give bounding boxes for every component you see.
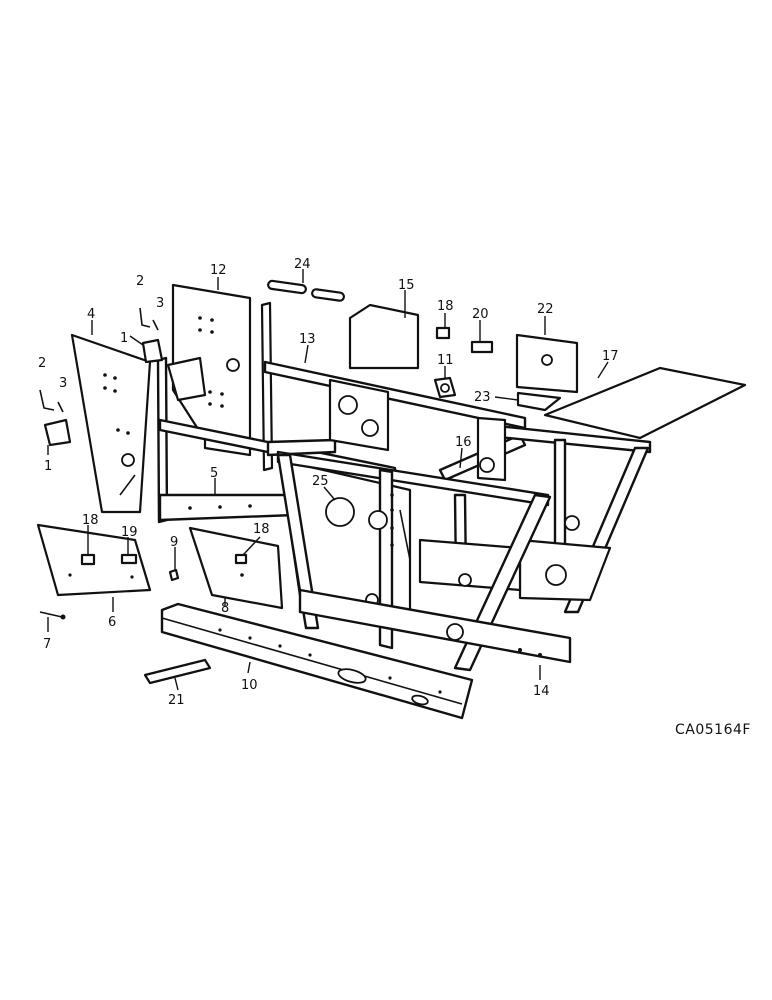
- panel-8: [188, 526, 284, 610]
- callout-21: 21: [168, 693, 185, 708]
- callout-10: 10: [241, 678, 258, 693]
- callout-2-lower: 2: [38, 356, 46, 371]
- diagram-reference-code: CA05164F: [675, 722, 751, 738]
- bolt-3-lower: [57, 401, 64, 413]
- callout-20: 20: [472, 307, 489, 322]
- callout-1-upper: 1: [120, 331, 128, 346]
- callout-1-lower: 1: [44, 459, 52, 474]
- callout-24: 24: [294, 257, 311, 272]
- callout-15: 15: [398, 278, 415, 293]
- callout-7: 7: [43, 637, 51, 652]
- callout-25: 25: [312, 474, 329, 489]
- callout-23: 23: [474, 390, 491, 405]
- rod-2-lower: [39, 389, 55, 411]
- beam-14: [298, 588, 572, 664]
- small-block-20: [470, 340, 494, 354]
- callout-14: 14: [533, 684, 550, 699]
- callout-11: 11: [437, 353, 454, 368]
- callout-5: 5: [210, 466, 218, 481]
- panel-6: [36, 523, 152, 597]
- callouts: 2 3 1 12 24 15 18 20 22 13 11 17 23 4 2 …: [38, 257, 619, 708]
- callout-16: 16: [455, 435, 472, 450]
- callout-3-upper: 3: [156, 296, 164, 311]
- bolt-3-upper: [152, 319, 159, 331]
- callout-2-upper: 2: [136, 274, 144, 289]
- callout-4: 4: [87, 307, 95, 322]
- callout-18-mid: 18: [253, 522, 270, 537]
- pins-24: [267, 279, 345, 302]
- plate-23: [516, 391, 562, 412]
- strap-21: [143, 658, 212, 685]
- side-panel-4: [70, 333, 152, 514]
- bracket-12: [166, 356, 207, 402]
- callout-17: 17: [602, 349, 619, 364]
- callout-6: 6: [108, 615, 116, 630]
- fastener-9: [168, 568, 180, 582]
- panel-22: [515, 333, 579, 394]
- callout-3-lower: 3: [59, 376, 67, 391]
- rod-2-upper: [139, 307, 151, 328]
- callout-22: 22: [537, 302, 554, 317]
- bracket-1-upper: [141, 338, 164, 364]
- leader-lines: [47, 269, 609, 691]
- small-block-18-top: [435, 326, 451, 340]
- side-panel-12: [171, 283, 252, 457]
- rail-10: [160, 602, 474, 720]
- middle-frame: [418, 493, 522, 592]
- callout-13: 13: [299, 332, 316, 347]
- callout-19: 19: [121, 525, 138, 540]
- beam-5: [158, 493, 297, 522]
- flange-11: [433, 376, 457, 399]
- top-panel-17: [543, 366, 747, 440]
- plate-15: [348, 303, 420, 370]
- callout-12: 12: [210, 263, 227, 278]
- centre-panel: [328, 378, 390, 452]
- callout-18-left: 18: [82, 513, 99, 528]
- callout-9: 9: [170, 535, 178, 550]
- callout-8: 8: [221, 601, 229, 616]
- strip-12: [260, 301, 274, 472]
- callout-18-top: 18: [437, 299, 454, 314]
- right-frame: [476, 416, 652, 614]
- bolt-7: [39, 611, 66, 620]
- bracket-1-lower: [43, 418, 72, 447]
